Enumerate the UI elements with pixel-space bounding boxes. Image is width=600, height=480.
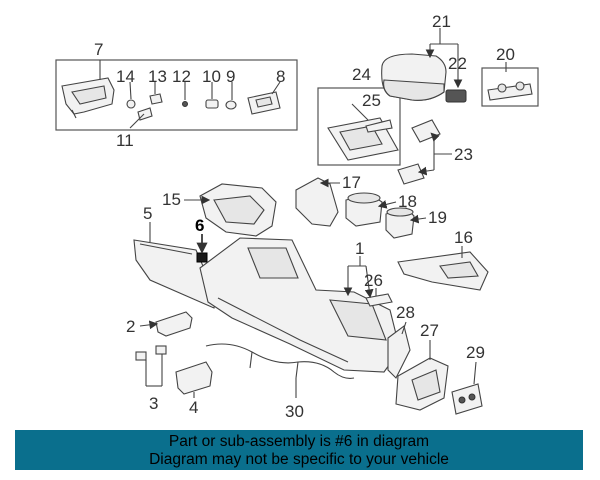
callout-26: 26	[364, 271, 383, 290]
group-box-7	[55, 59, 298, 131]
callout-28: 28	[396, 303, 415, 322]
callout-13: 13	[148, 67, 167, 86]
part-8-switch[interactable]	[247, 91, 281, 115]
part-13-clip[interactable]	[149, 93, 163, 105]
callout-23: 23	[454, 145, 473, 164]
callout-9: 9	[226, 67, 235, 86]
callout-14: 14	[116, 67, 135, 86]
part-25-latch[interactable]	[365, 119, 393, 133]
part-7-bezel[interactable]	[61, 77, 115, 119]
callout-22: 22	[448, 54, 467, 73]
callout-3: 3	[149, 394, 158, 413]
part-16-mat[interactable]	[397, 251, 489, 291]
callouts: 7 14 13 12 10 9 8 11 21 20 22 24 25 23 1…	[94, 12, 515, 421]
callout-30: 30	[285, 402, 304, 421]
callout-15: 15	[162, 190, 181, 209]
part-28-trim[interactable]	[387, 325, 411, 379]
part-15-bracket[interactable]	[199, 183, 277, 237]
callout-27: 27	[420, 321, 439, 340]
part-14-clip[interactable]	[126, 99, 136, 109]
callout-10: 10	[202, 67, 221, 86]
callout-4: 4	[189, 398, 198, 417]
part-20-hinge[interactable]	[487, 81, 533, 101]
callout-21: 21	[432, 12, 451, 31]
part-17-bracket[interactable]	[295, 177, 339, 227]
part-27-bezel[interactable]	[395, 357, 449, 411]
callout-6-highlighted: 6	[195, 216, 204, 235]
callout-29: 29	[466, 343, 485, 362]
callout-24: 24	[352, 65, 371, 84]
callout-17: 17	[342, 173, 361, 192]
group-box-24	[317, 87, 401, 166]
callout-25: 25	[362, 91, 381, 110]
leader-lines	[99, 28, 507, 398]
callout-18: 18	[398, 192, 417, 211]
part-10-bulb[interactable]	[205, 99, 219, 109]
part-30-harness[interactable]	[205, 343, 355, 379]
part-3-clips[interactable]	[135, 345, 167, 361]
callout-11: 11	[116, 131, 134, 150]
part-19-cup[interactable]	[385, 207, 415, 239]
part-5-side-panel[interactable]	[133, 239, 217, 309]
callout-2: 2	[126, 317, 135, 336]
part-9-socket[interactable]	[225, 100, 237, 110]
parts-diagram: 7 14 13 12 10 9 8 11 21 20 22 24 25 23 1…	[55, 12, 539, 421]
group-box-20	[481, 67, 539, 107]
banner-line-2: Diagram may not be specific to your vehi…	[149, 451, 449, 468]
part-18-cup[interactable]	[345, 192, 383, 227]
info-banner: Part or sub-assembly is #6 in diagram Di…	[15, 430, 583, 470]
part-21-armrest[interactable]	[381, 53, 447, 101]
part-22-latch[interactable]	[445, 89, 467, 103]
part-2-bracket[interactable]	[155, 311, 193, 337]
callout-16: 16	[454, 228, 473, 247]
callout-7: 7	[94, 40, 103, 59]
part-6-clip[interactable]	[196, 252, 208, 263]
callout-8: 8	[276, 67, 285, 86]
callout-1: 1	[355, 239, 364, 258]
callout-5: 5	[143, 204, 152, 223]
callout-19: 19	[428, 208, 447, 227]
callout-12: 12	[172, 67, 191, 86]
part-4-bracket[interactable]	[175, 361, 213, 395]
part-29-switch[interactable]	[451, 383, 483, 415]
part-12-screw[interactable]	[182, 101, 188, 107]
callout-20: 20	[496, 45, 515, 64]
part-1-console[interactable]	[199, 237, 401, 373]
banner-line-1: Part or sub-assembly is #6 in diagram	[168, 433, 430, 450]
